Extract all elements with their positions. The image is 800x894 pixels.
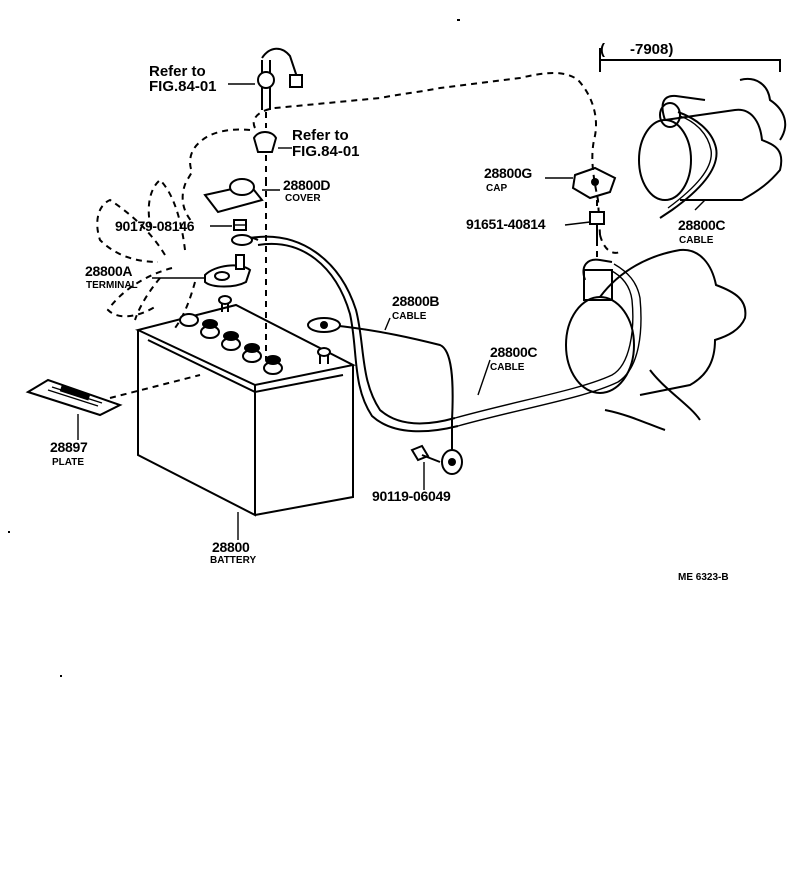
callout-cap: 28800G CAP	[484, 165, 533, 194]
part-number: 91651-40814	[466, 216, 546, 232]
starter-cap	[571, 166, 617, 200]
callout-bolt-terminal: 90179-08146	[115, 218, 195, 234]
refer-to-text: Refer to	[149, 63, 206, 80]
callout-cable-b: 28800B CABLE	[392, 293, 440, 322]
battery-terminal	[204, 234, 259, 288]
part-number: 28897	[50, 439, 88, 455]
part-name: BATTERY	[210, 555, 256, 566]
part-number: 28800C	[678, 217, 725, 233]
speck	[8, 531, 10, 533]
terminal-cover	[203, 178, 264, 214]
callout-cable-c-top: 28800C CABLE	[678, 217, 726, 246]
callout-plate: 28897 PLATE	[50, 439, 88, 468]
starter-motor-lower	[565, 248, 747, 431]
part-number: 28800	[212, 539, 250, 555]
cable-28800b	[307, 317, 463, 475]
terminal-bolt	[233, 219, 247, 231]
harness-connector	[257, 47, 303, 128]
part-number: 28800G	[484, 165, 532, 181]
part-name: COVER	[285, 193, 321, 204]
part-name: TERMINAL	[86, 280, 138, 291]
callout-nut-starter: 91651-40814	[466, 216, 546, 232]
leader-lines	[77, 83, 706, 540]
part-name: CABLE	[490, 362, 525, 373]
part-name: CABLE	[392, 311, 427, 322]
part-number: 28800C	[490, 344, 537, 360]
part-number: 90179-08146	[115, 218, 195, 234]
cooling-fan	[96, 178, 196, 329]
figure-code: ME 6323-B	[678, 572, 729, 583]
part-number: 90119-06049	[372, 488, 451, 504]
callout-cover: 28800D COVER	[283, 177, 331, 204]
range-label: -7908)	[630, 41, 673, 58]
range-bracket: ( -7908)	[599, 41, 781, 72]
part-name: CABLE	[679, 235, 714, 246]
plate	[25, 374, 201, 417]
refer-label-connector: Refer to FIG.84-01	[149, 63, 217, 95]
cable-28800c	[249, 235, 642, 433]
engine-block-outline	[181, 72, 621, 254]
speck	[60, 675, 62, 677]
part-name: CAP	[486, 183, 507, 194]
callout-bolt-ground: 90119-06049	[372, 488, 451, 504]
callout-cable-c-mid: 28800C CABLE	[490, 344, 538, 373]
grommet	[252, 131, 278, 180]
starter-motor-upper	[638, 78, 787, 219]
part-name: PLATE	[52, 457, 84, 468]
range-bracket-open: (	[600, 41, 605, 58]
part-number: 28800B	[392, 293, 439, 309]
starter-nut	[589, 200, 605, 262]
refer-to-text: Refer to	[292, 127, 349, 144]
refer-fig-text: FIG.84-01	[149, 78, 217, 95]
callout-battery: 28800 BATTERY	[210, 539, 256, 566]
refer-fig-text: FIG.84-01	[292, 143, 360, 160]
speck	[457, 19, 460, 21]
refer-label-grommet: Refer to FIG.84-01	[292, 127, 360, 160]
part-number: 28800D	[283, 177, 330, 193]
ground-bolt	[410, 444, 441, 463]
callout-terminal: 28800A TERMINAL	[85, 263, 138, 291]
part-number: 28800A	[85, 263, 132, 279]
battery	[135, 295, 356, 517]
